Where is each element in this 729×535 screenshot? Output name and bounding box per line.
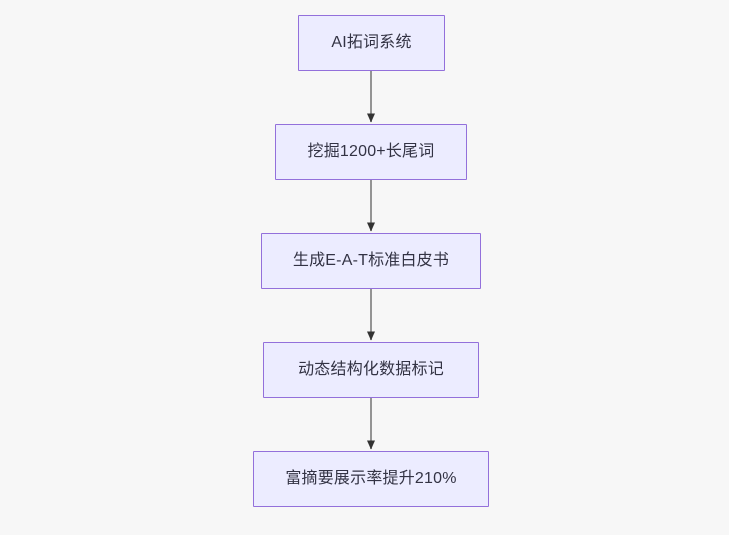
node-label: 生成E-A-T标准白皮书 [292,252,450,270]
node-label: 挖掘1200+长尾词 [307,143,435,161]
flowchart-node-mine-longtail-keywords[interactable]: 挖掘1200+长尾词 [275,124,467,180]
flowchart-node-ai-keyword-system[interactable]: AI拓词系统 [298,15,445,71]
node-label: 富摘要展示率提升210% [285,470,457,488]
node-label: AI拓词系统 [331,34,412,52]
node-label: 动态结构化数据标记 [298,361,444,379]
flowchart-node-dynamic-structured-data-markup[interactable]: 动态结构化数据标记 [263,342,479,398]
flowchart-node-generate-eat-whitepaper[interactable]: 生成E-A-T标准白皮书 [261,233,481,289]
flowchart-node-rich-snippet-impression-lift[interactable]: 富摘要展示率提升210% [253,451,489,507]
